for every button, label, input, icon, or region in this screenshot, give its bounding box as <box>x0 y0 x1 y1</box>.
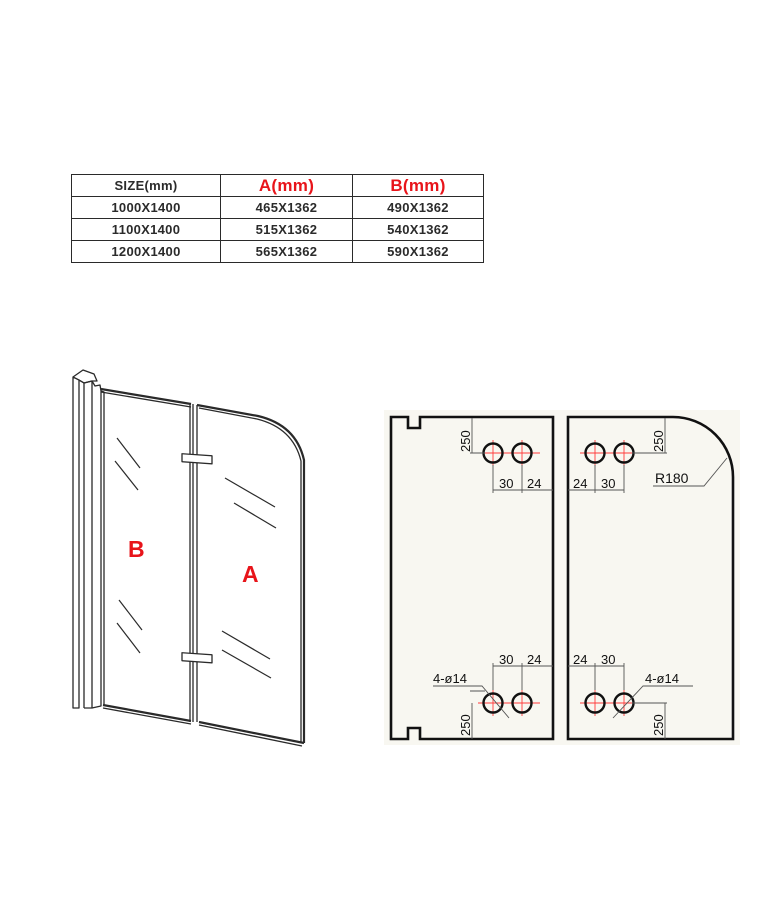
panel-a-label: A <box>242 561 259 587</box>
dim-right-top-30: 30 <box>601 476 615 491</box>
wall-profile <box>72 369 105 709</box>
size-table: SIZE(mm) A(mm) B(mm) 1000X1400 465X1362 … <box>71 174 484 263</box>
dim-right-bottom-24: 24 <box>573 652 587 667</box>
dimension-labels: 250 30 24 250 24 30 R180 250 30 24 4-ø14… <box>433 430 689 736</box>
glass-reflections <box>114 437 277 679</box>
dim-left-bottom-24: 24 <box>527 652 541 667</box>
dim-left-top-24: 24 <box>527 476 541 491</box>
cell-a: 465X1362 <box>220 196 353 219</box>
hole-icon <box>511 442 533 464</box>
dim-left-top-30: 30 <box>499 476 513 491</box>
dim-left-bottom-30: 30 <box>499 652 513 667</box>
dim-left-top-250: 250 <box>458 430 473 452</box>
panel-b-label: B <box>128 536 145 562</box>
hole-icon <box>511 692 533 714</box>
hole-icon <box>584 442 606 464</box>
dim-right-holes: 4-ø14 <box>645 671 679 686</box>
hinge-top <box>181 453 213 465</box>
dim-right-top-24: 24 <box>573 476 587 491</box>
cell-b: 540X1362 <box>352 218 484 241</box>
table-row: 1000X1400 465X1362 490X1362 <box>71 196 484 219</box>
drawing-background <box>384 410 740 745</box>
dim-right-top-250: 250 <box>651 430 666 452</box>
dim-right-bottom-250: 250 <box>651 714 666 736</box>
cell-a: 565X1362 <box>220 240 353 263</box>
hinge-bottom <box>181 652 213 664</box>
hole-icon <box>584 692 606 714</box>
dim-left-bottom-250: 250 <box>458 714 473 736</box>
left-panel-outline <box>389 415 555 741</box>
dim-right-bottom-30: 30 <box>601 652 615 667</box>
dim-right-radius: R180 <box>655 470 689 486</box>
panel-a-outline <box>196 403 306 747</box>
table-row: 1200X1400 565X1362 590X1362 <box>71 240 484 263</box>
dimension-lines <box>433 418 728 739</box>
hole-icon <box>482 692 504 714</box>
dim-left-holes: 4-ø14 <box>433 671 467 686</box>
cell-size: 1200X1400 <box>71 240 221 263</box>
cell-b: 590X1362 <box>352 240 484 263</box>
right-panel-outline <box>566 415 735 741</box>
